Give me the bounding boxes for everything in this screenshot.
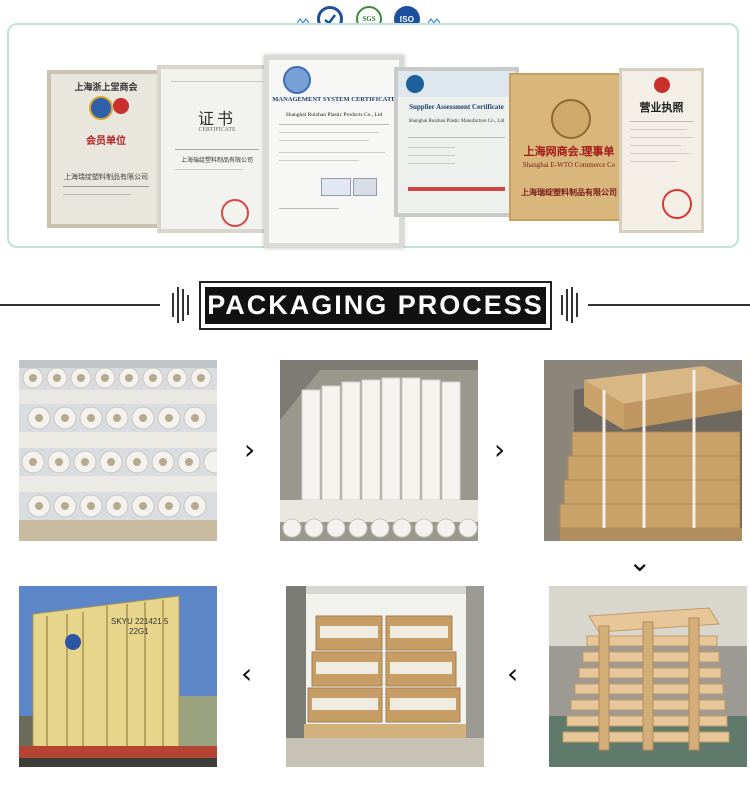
- seal-stamp-icon: [221, 199, 249, 227]
- cert-title: 营业执照: [639, 102, 684, 114]
- certificate-supplier-assessment: Supplier Assessment Certificate Shanghai…: [394, 67, 519, 217]
- certificate-management-system: MANAGEMENT SYSTEM CERTIFICATE Shanghai R…: [264, 55, 404, 248]
- step-arrow-down: ⌄: [628, 545, 652, 578]
- cert-title: 证书: [197, 111, 236, 128]
- certificate-business-license: 营业执照: [619, 68, 704, 233]
- step-arrow-left: ‹: [507, 657, 519, 690]
- cert-title: 上海网商会.理事单: [523, 146, 615, 158]
- photo-shipping-container: SKYU 221421 5 22G1: [19, 586, 217, 767]
- cert-subtitle: Shanghai E-WTO Commerce Co: [522, 161, 616, 169]
- seal-stamp-icon: [662, 189, 692, 219]
- certificate-member-unit: 上海浙上堂商会 会员单位 上海瑞绽塑料制品有限公司: [47, 70, 165, 228]
- cert-subtitle: CERTIFICATE: [198, 127, 236, 133]
- emblem-icon: [89, 96, 113, 120]
- cert-company: Shanghai Ruizhan Plastic Manufacture Co.…: [408, 119, 505, 124]
- national-emblem-icon: [654, 77, 670, 93]
- container-type: 22G1: [129, 627, 149, 636]
- section-heading-text: PACKAGING PROCESS: [207, 290, 544, 320]
- bars-ornament-right: [560, 285, 580, 325]
- emblem-icon: [551, 99, 591, 139]
- photo-wooden-pallet: [549, 586, 747, 767]
- accreditation-logo-icon: [353, 178, 377, 196]
- photo-rolls-stacked: [19, 360, 217, 541]
- cert-subtitle: 会员单位: [86, 136, 126, 147]
- divider-line-left: [0, 304, 160, 306]
- bars-ornament-left: [170, 285, 190, 325]
- cert-title: MANAGEMENT SYSTEM CERTIFICATE: [272, 96, 396, 103]
- cert-footer: 上海瑞绽塑料制品有限公司: [64, 173, 148, 181]
- certificate-safety: 证书 CERTIFICATE 上海瑞绽塑料制品有限公司: [157, 65, 277, 233]
- emblem-icon: [113, 98, 129, 114]
- cert-title: 上海浙上堂商会: [74, 82, 138, 92]
- divider-line-right: [588, 304, 750, 306]
- container-code: SKYU 221421 5: [111, 617, 169, 626]
- cert-footer: 上海瑞绽塑料制品有限公司: [180, 158, 253, 164]
- supplier-logo-icon: [406, 75, 424, 93]
- cert-company: Shanghai Ruizhan Plastic Products Co., L…: [285, 112, 383, 118]
- step-arrow-left: ‹: [241, 657, 253, 690]
- section-heading: PACKAGING PROCESS: [199, 281, 552, 330]
- step-arrow-right: ›: [494, 433, 506, 466]
- step-arrow-right: ›: [244, 433, 256, 466]
- cert-footer: 上海瑞绽塑料制品有限公司: [521, 188, 617, 197]
- cert-title: Supplier Assessment Certificate: [409, 103, 504, 111]
- accreditation-logo-icon: [321, 178, 351, 196]
- photo-container-loading: [286, 586, 484, 767]
- cas-logo-icon: [283, 66, 311, 94]
- certificate-e-wto-commerce: 上海网商会.理事单 Shanghai E-WTO Commerce Co 上海瑞…: [509, 73, 629, 221]
- photo-cartons-strapped: [544, 360, 742, 541]
- certificates-panel: 上海浙上堂商会 会员单位 上海瑞绽塑料制品有限公司 证书 CERTIFICATE…: [7, 23, 739, 248]
- photo-rolls-side-view: [280, 360, 478, 541]
